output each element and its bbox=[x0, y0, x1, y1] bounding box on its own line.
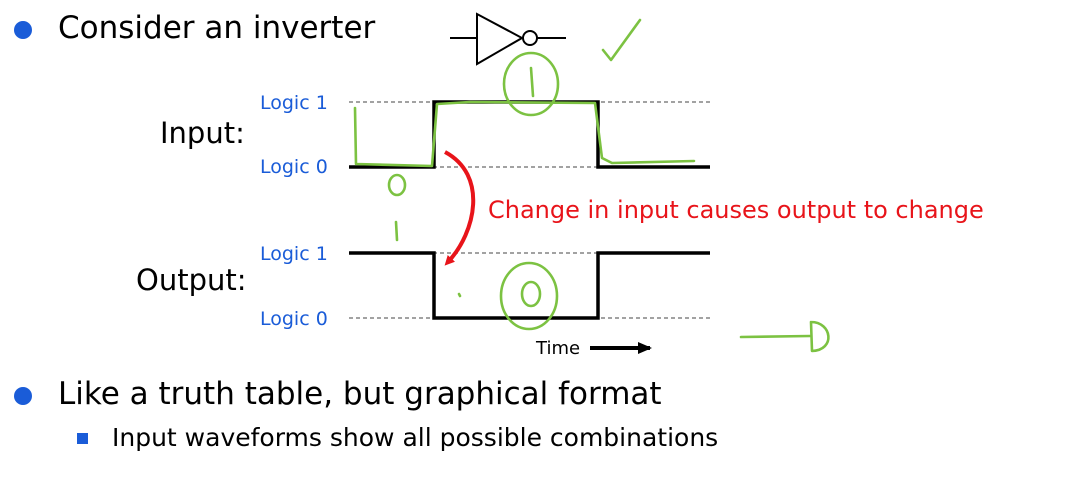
circled-zero-ink bbox=[499, 261, 559, 331]
sub-bullet-text-1: Input waveforms show all possible combin… bbox=[112, 423, 719, 452]
check-mark-ink bbox=[601, 18, 642, 62]
sub-bullet-marker-1 bbox=[77, 433, 88, 444]
logic-reference-lines bbox=[349, 101, 710, 319]
bullet-text-2: Like a truth table, but graphical format bbox=[58, 376, 662, 412]
inverter-gate-icon bbox=[450, 12, 566, 66]
bullet-text-1: Consider an inverter bbox=[58, 10, 376, 46]
one-mark-ink bbox=[394, 220, 399, 242]
output-logic-low-label: Logic 0 bbox=[260, 308, 328, 330]
input-logic-high-label: Logic 1 bbox=[260, 92, 328, 114]
causal-note: Change in input causes output to change bbox=[488, 196, 984, 224]
input-signal-label: Input: bbox=[160, 116, 245, 150]
input-logic-low-label: Logic 0 bbox=[260, 156, 328, 178]
input-trace-ink bbox=[353, 100, 696, 168]
zero-mark-ink bbox=[387, 173, 407, 197]
circled-one-ink bbox=[502, 51, 560, 117]
output-waveform bbox=[349, 251, 710, 320]
input-waveform bbox=[349, 100, 710, 169]
output-logic-high-label: Logic 1 bbox=[260, 243, 328, 265]
output-signal-label: Output: bbox=[136, 263, 247, 297]
handwritten-annotations bbox=[353, 18, 830, 353]
time-arrow-ink bbox=[739, 334, 812, 339]
time-axis-label: Time bbox=[536, 338, 581, 359]
causal-arrow bbox=[444, 150, 476, 266]
bullet-marker-1 bbox=[14, 21, 32, 39]
bullet-marker-2 bbox=[14, 387, 32, 405]
